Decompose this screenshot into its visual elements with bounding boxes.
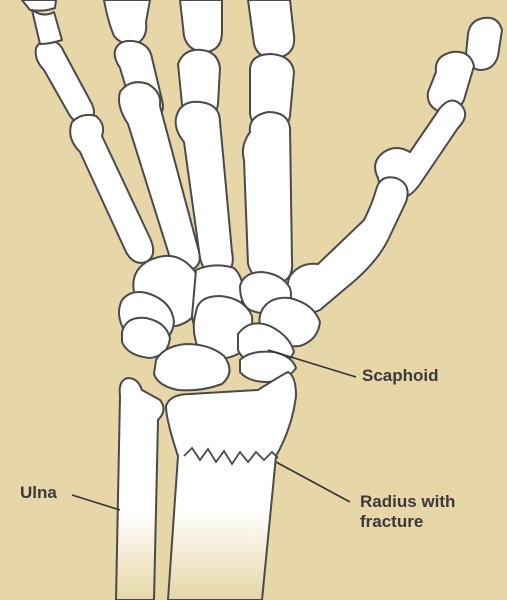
radius-label-line1: Radius with	[360, 492, 455, 512]
ulna-label: Ulna	[20, 483, 57, 503]
ulna-bone	[116, 378, 164, 600]
radius-bone	[166, 372, 296, 600]
radius-leader-line	[276, 462, 350, 502]
index-finger-bones	[243, 0, 294, 284]
ulna-leader-line	[72, 495, 120, 510]
radius-fracture-label: Radius with fracture	[360, 492, 455, 532]
scaphoid-label: Scaphoid	[362, 366, 439, 386]
thumb-bones	[287, 18, 502, 313]
radius-label-line2: fracture	[360, 512, 455, 532]
